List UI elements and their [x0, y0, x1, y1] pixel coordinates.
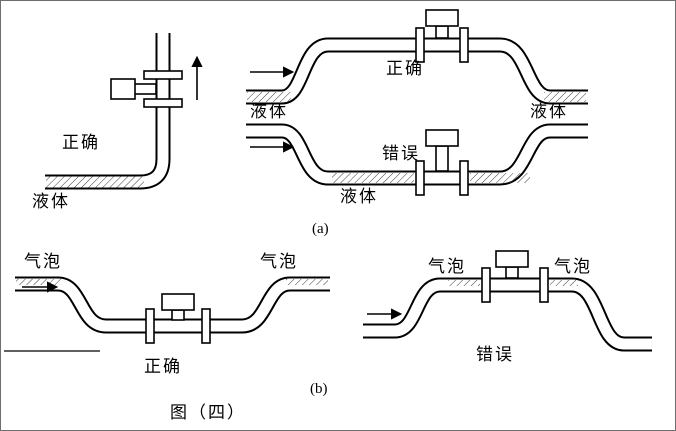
liquid-hatch — [247, 92, 291, 102]
flange — [143, 70, 183, 80]
section-a-caption: (a) — [312, 221, 329, 237]
flange — [415, 27, 425, 63]
liquid-hatch — [46, 176, 144, 188]
correct-label: 正确 — [62, 133, 100, 152]
correct-label: 正确 — [386, 59, 424, 78]
flange — [539, 267, 549, 303]
liquid-hatch — [544, 92, 586, 102]
hump-install-assembly: 气泡 气泡 错误 — [363, 250, 652, 364]
bubble-hatch — [286, 279, 328, 285]
meter-body — [425, 129, 459, 147]
wrong-label: 错误 — [382, 144, 420, 163]
flange — [143, 98, 183, 108]
flange — [459, 160, 469, 196]
flange — [201, 308, 211, 344]
vertical-install-assembly: 正确 液体 — [32, 33, 203, 211]
flange — [459, 27, 469, 63]
liquid-hatch — [470, 173, 530, 183]
pipe-bore — [246, 39, 588, 103]
raised-run-assembly: 正确 液体 液体 — [246, 9, 588, 121]
section-b-caption: (b) — [310, 381, 328, 397]
liquid-hatch — [332, 173, 414, 183]
flange — [481, 267, 491, 303]
bubble-label: 气泡 — [428, 257, 466, 276]
pipe-bore — [15, 278, 330, 332]
liquid-label: 液体 — [340, 187, 378, 206]
meter-neck — [171, 309, 185, 321]
correct-label: 正确 — [144, 357, 182, 376]
wrong-label: 错误 — [476, 345, 514, 364]
meter-neck — [505, 266, 519, 279]
flange — [415, 160, 425, 196]
liquid-label: 液体 — [530, 102, 568, 121]
bubble-label: 气泡 — [554, 257, 592, 276]
bubble-label: 气泡 — [260, 252, 298, 271]
figure-caption: 图（四） — [170, 403, 246, 422]
bubble-hatch — [448, 280, 480, 286]
bubble-label: 气泡 — [24, 252, 62, 271]
liquid-label: 液体 — [32, 192, 70, 211]
bubble-hatch — [550, 280, 578, 286]
meter-neck — [435, 25, 449, 39]
meter-body — [425, 9, 459, 27]
bubble-hatch — [16, 279, 62, 285]
meter-body — [161, 293, 195, 311]
dip-install-assembly: 气泡 气泡 正确 — [4, 252, 330, 376]
meter-neck — [133, 83, 157, 95]
liquid-label: 液体 — [250, 102, 288, 121]
flange — [145, 308, 155, 344]
meter-neck — [435, 145, 449, 172]
lowered-run-assembly: 错误 液体 — [246, 123, 588, 206]
meter-body — [495, 250, 529, 268]
meter-body — [110, 78, 136, 100]
